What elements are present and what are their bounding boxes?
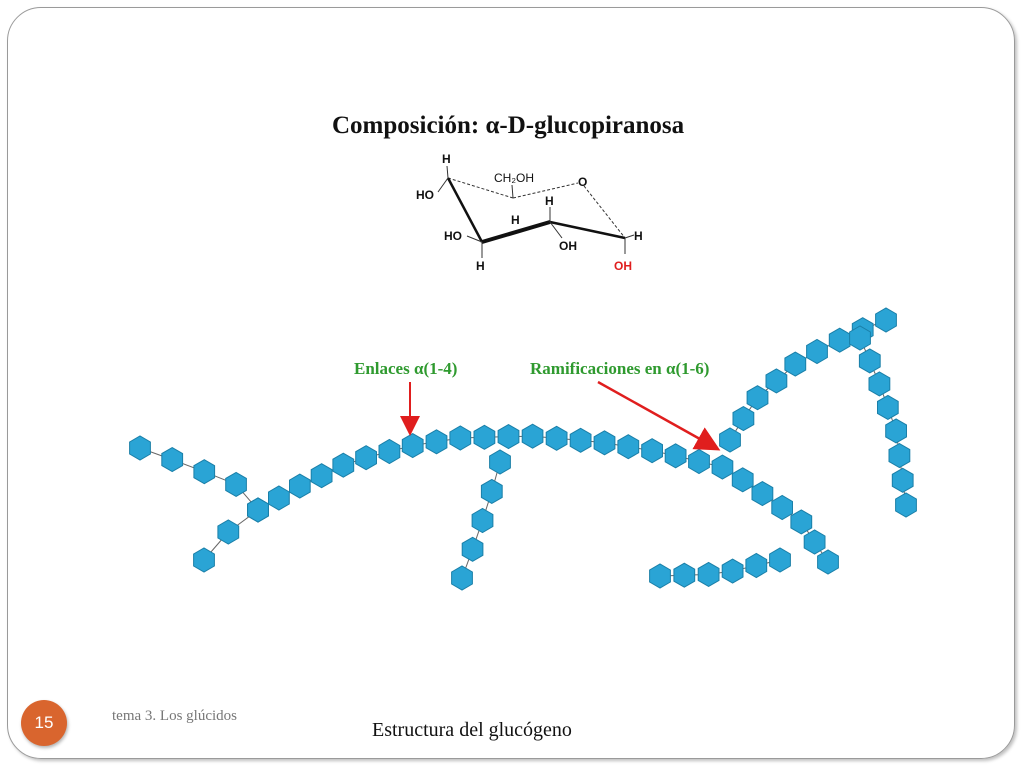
glucose-unit-main bbox=[401, 433, 424, 459]
glucose-unit-main bbox=[545, 425, 568, 451]
glucose-unit-upper-branch bbox=[875, 307, 897, 333]
branches-16-label: Ramificaciones en α(1-6) bbox=[530, 359, 709, 378]
glucose-unit-right-branch bbox=[885, 418, 907, 444]
glucose-unit-upper-branch bbox=[719, 427, 741, 453]
glucose-unit-main bbox=[449, 425, 472, 451]
label-h-c3: H bbox=[545, 194, 554, 208]
glucose-unit-right-branch bbox=[858, 348, 881, 374]
glucose-unit-bottom-branch bbox=[673, 562, 696, 588]
glucose-unit-left-branch bbox=[247, 497, 269, 523]
glucose-unit-left-branch bbox=[193, 547, 215, 573]
glucose-unit-bottom-branch bbox=[649, 563, 671, 589]
label-oh-c2: OH bbox=[559, 239, 577, 253]
glucose-unit-main bbox=[569, 427, 592, 453]
glucose-unit-right-branch bbox=[895, 492, 917, 518]
glucose-unit-bottom-branch bbox=[697, 561, 720, 587]
glucose-unit-right-branch bbox=[868, 371, 891, 397]
label-ch2oh: CH₂OH bbox=[494, 171, 534, 185]
glucose-unit-main bbox=[289, 473, 311, 499]
glucose-unit-upper-branch bbox=[828, 327, 851, 353]
glucose-unit-main bbox=[711, 454, 734, 480]
bonds-14-label: Enlaces α(1-4) bbox=[354, 359, 457, 378]
glucose-unit-main bbox=[617, 434, 640, 460]
glucose-unit-middle-branch bbox=[451, 565, 473, 591]
footer-topic: tema 3. Los glúcidos bbox=[112, 708, 237, 724]
label-oh-anomeric: OH bbox=[614, 259, 632, 273]
slide-caption: Estructura del glucógeno bbox=[372, 719, 572, 741]
glucose-unit-main bbox=[664, 443, 687, 469]
glucose-unit-main bbox=[473, 424, 496, 450]
glucose-unit-bottom-branch bbox=[769, 547, 791, 573]
glucose-unit-upper-branch bbox=[732, 406, 755, 432]
glucose-unit-upper-branch bbox=[765, 368, 788, 394]
glucose-unit-upper-branch bbox=[784, 351, 807, 377]
glucose-unit-right-branch bbox=[888, 443, 911, 469]
glucose-unit-main bbox=[751, 481, 774, 507]
glucose-unit-main bbox=[425, 429, 448, 455]
glucose-unit-upper-branch bbox=[806, 338, 828, 365]
glucose-unit-left bbox=[193, 459, 216, 485]
label-ho-c4: HO bbox=[444, 229, 462, 243]
glucose-unit-main bbox=[268, 485, 290, 511]
glucose-unit-main bbox=[803, 529, 826, 555]
glucose-unit-middle-branch bbox=[480, 478, 503, 504]
glucose-unit-main bbox=[593, 430, 616, 456]
glucose-unit-bottom-branch bbox=[745, 552, 768, 579]
label-h-c1: H bbox=[634, 229, 643, 243]
glucose-unit-main bbox=[688, 448, 710, 475]
slide-frame bbox=[7, 7, 1015, 759]
glucose-unit-left-branch bbox=[217, 519, 240, 545]
glucopyranose-structure: H HO CH₂OH O H H HO OH H OH H bbox=[416, 152, 643, 273]
label-ho-left: HO bbox=[416, 188, 434, 202]
glucose-unit-right-branch bbox=[849, 325, 871, 351]
label-h-mid: H bbox=[511, 213, 520, 227]
glucose-unit-main bbox=[731, 467, 754, 493]
glucose-unit-upper-branch bbox=[746, 385, 769, 411]
glucose-unit-bottom-branch bbox=[721, 558, 744, 584]
glucose-unit-main bbox=[355, 445, 377, 471]
glucose-unit-main bbox=[378, 438, 401, 465]
glucose-unit-main bbox=[790, 509, 813, 535]
slide-number-badge: 15 bbox=[21, 700, 67, 746]
glucose-unit-main bbox=[497, 424, 520, 450]
branches-16-arrow bbox=[597, 380, 721, 451]
glucose-unit-main bbox=[771, 494, 793, 521]
glucose-unit-left bbox=[129, 435, 151, 461]
glucose-unit-main bbox=[310, 463, 333, 489]
glucose-unit-main bbox=[641, 438, 663, 464]
glucose-unit-main bbox=[521, 423, 544, 449]
label-h-bottom: H bbox=[476, 259, 485, 273]
glucose-unit-middle-branch bbox=[471, 507, 494, 534]
glucose-unit-middle-branch bbox=[461, 536, 484, 562]
glucose-unit-middle-branch bbox=[489, 449, 511, 475]
label-h-top: H bbox=[442, 152, 451, 166]
glucose-unit-left bbox=[225, 471, 247, 497]
glucose-unit-left bbox=[161, 447, 184, 473]
glucose-unit-right-branch bbox=[891, 467, 914, 493]
glucose-unit-main bbox=[332, 452, 355, 478]
label-o-ring: O bbox=[578, 175, 587, 189]
glucose-unit-right-branch bbox=[877, 394, 899, 420]
composition-heading: Composición: α-D-glucopiranosa bbox=[332, 112, 685, 139]
glucose-chains bbox=[129, 307, 917, 591]
glucose-unit-main bbox=[817, 549, 839, 575]
